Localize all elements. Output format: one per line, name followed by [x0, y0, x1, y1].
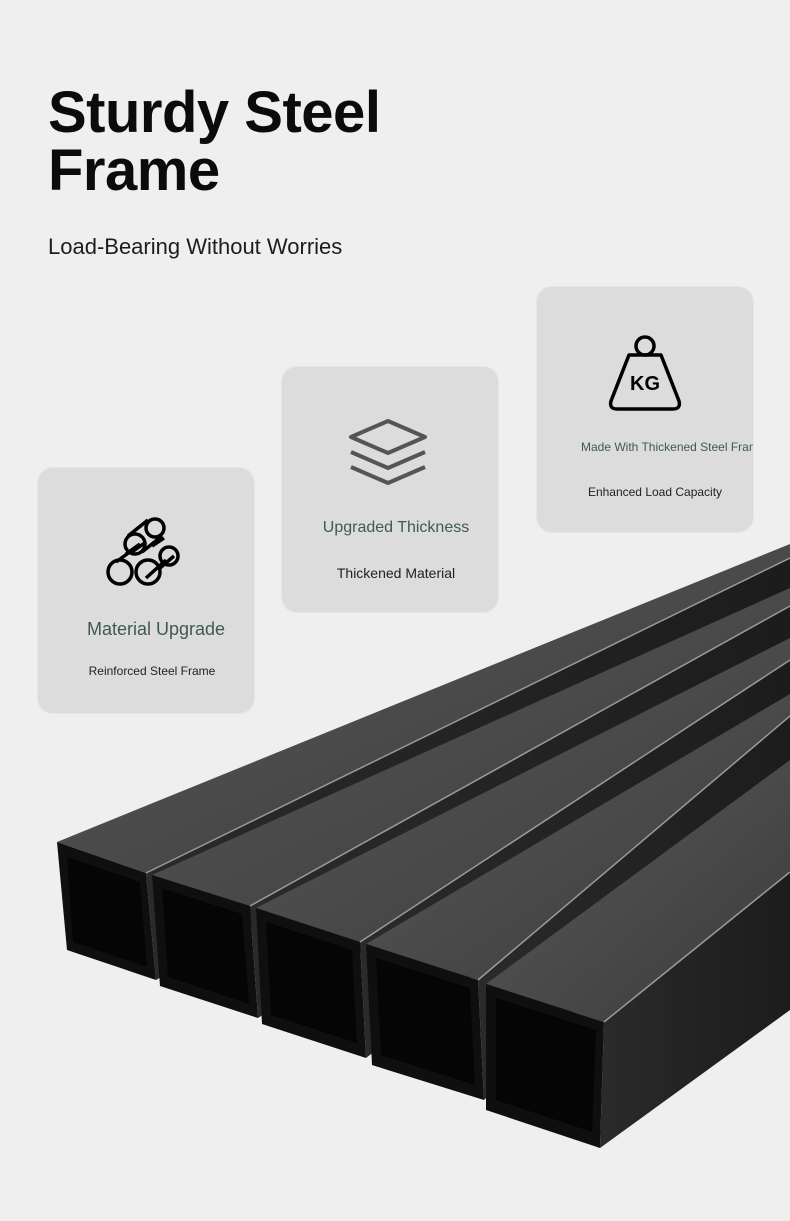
feature-description: Reinforced Steel Frame [88, 664, 216, 678]
feature-title: Material Upgrade [86, 619, 226, 639]
feature-title: Made With Thickened Steel Frame, Stab [581, 440, 753, 454]
feature-description: Enhanced Load Capacity [587, 485, 723, 499]
feature-card-upgraded-thickness: Upgraded Thickness Thickened Material [281, 366, 499, 613]
feature-title: Upgraded Thickness [322, 519, 470, 536]
page-title: Sturdy Steel Frame [48, 80, 381, 203]
feature-card-material-upgrade: Material Upgrade Reinforced Steel Frame [37, 467, 255, 714]
feature-description: Thickened Material [336, 565, 456, 581]
kg-label: KG [630, 373, 660, 395]
kg-weight-icon: KG [608, 335, 682, 411]
steel-pipes-icon [106, 517, 180, 586]
feature-card-load-capacity: KG Made With Thickened Steel Frame, Stab… [536, 286, 754, 533]
page-subtitle: Load-Bearing Without Worries [48, 234, 343, 259]
steel-tube [486, 760, 790, 1148]
layers-icon [349, 419, 427, 485]
